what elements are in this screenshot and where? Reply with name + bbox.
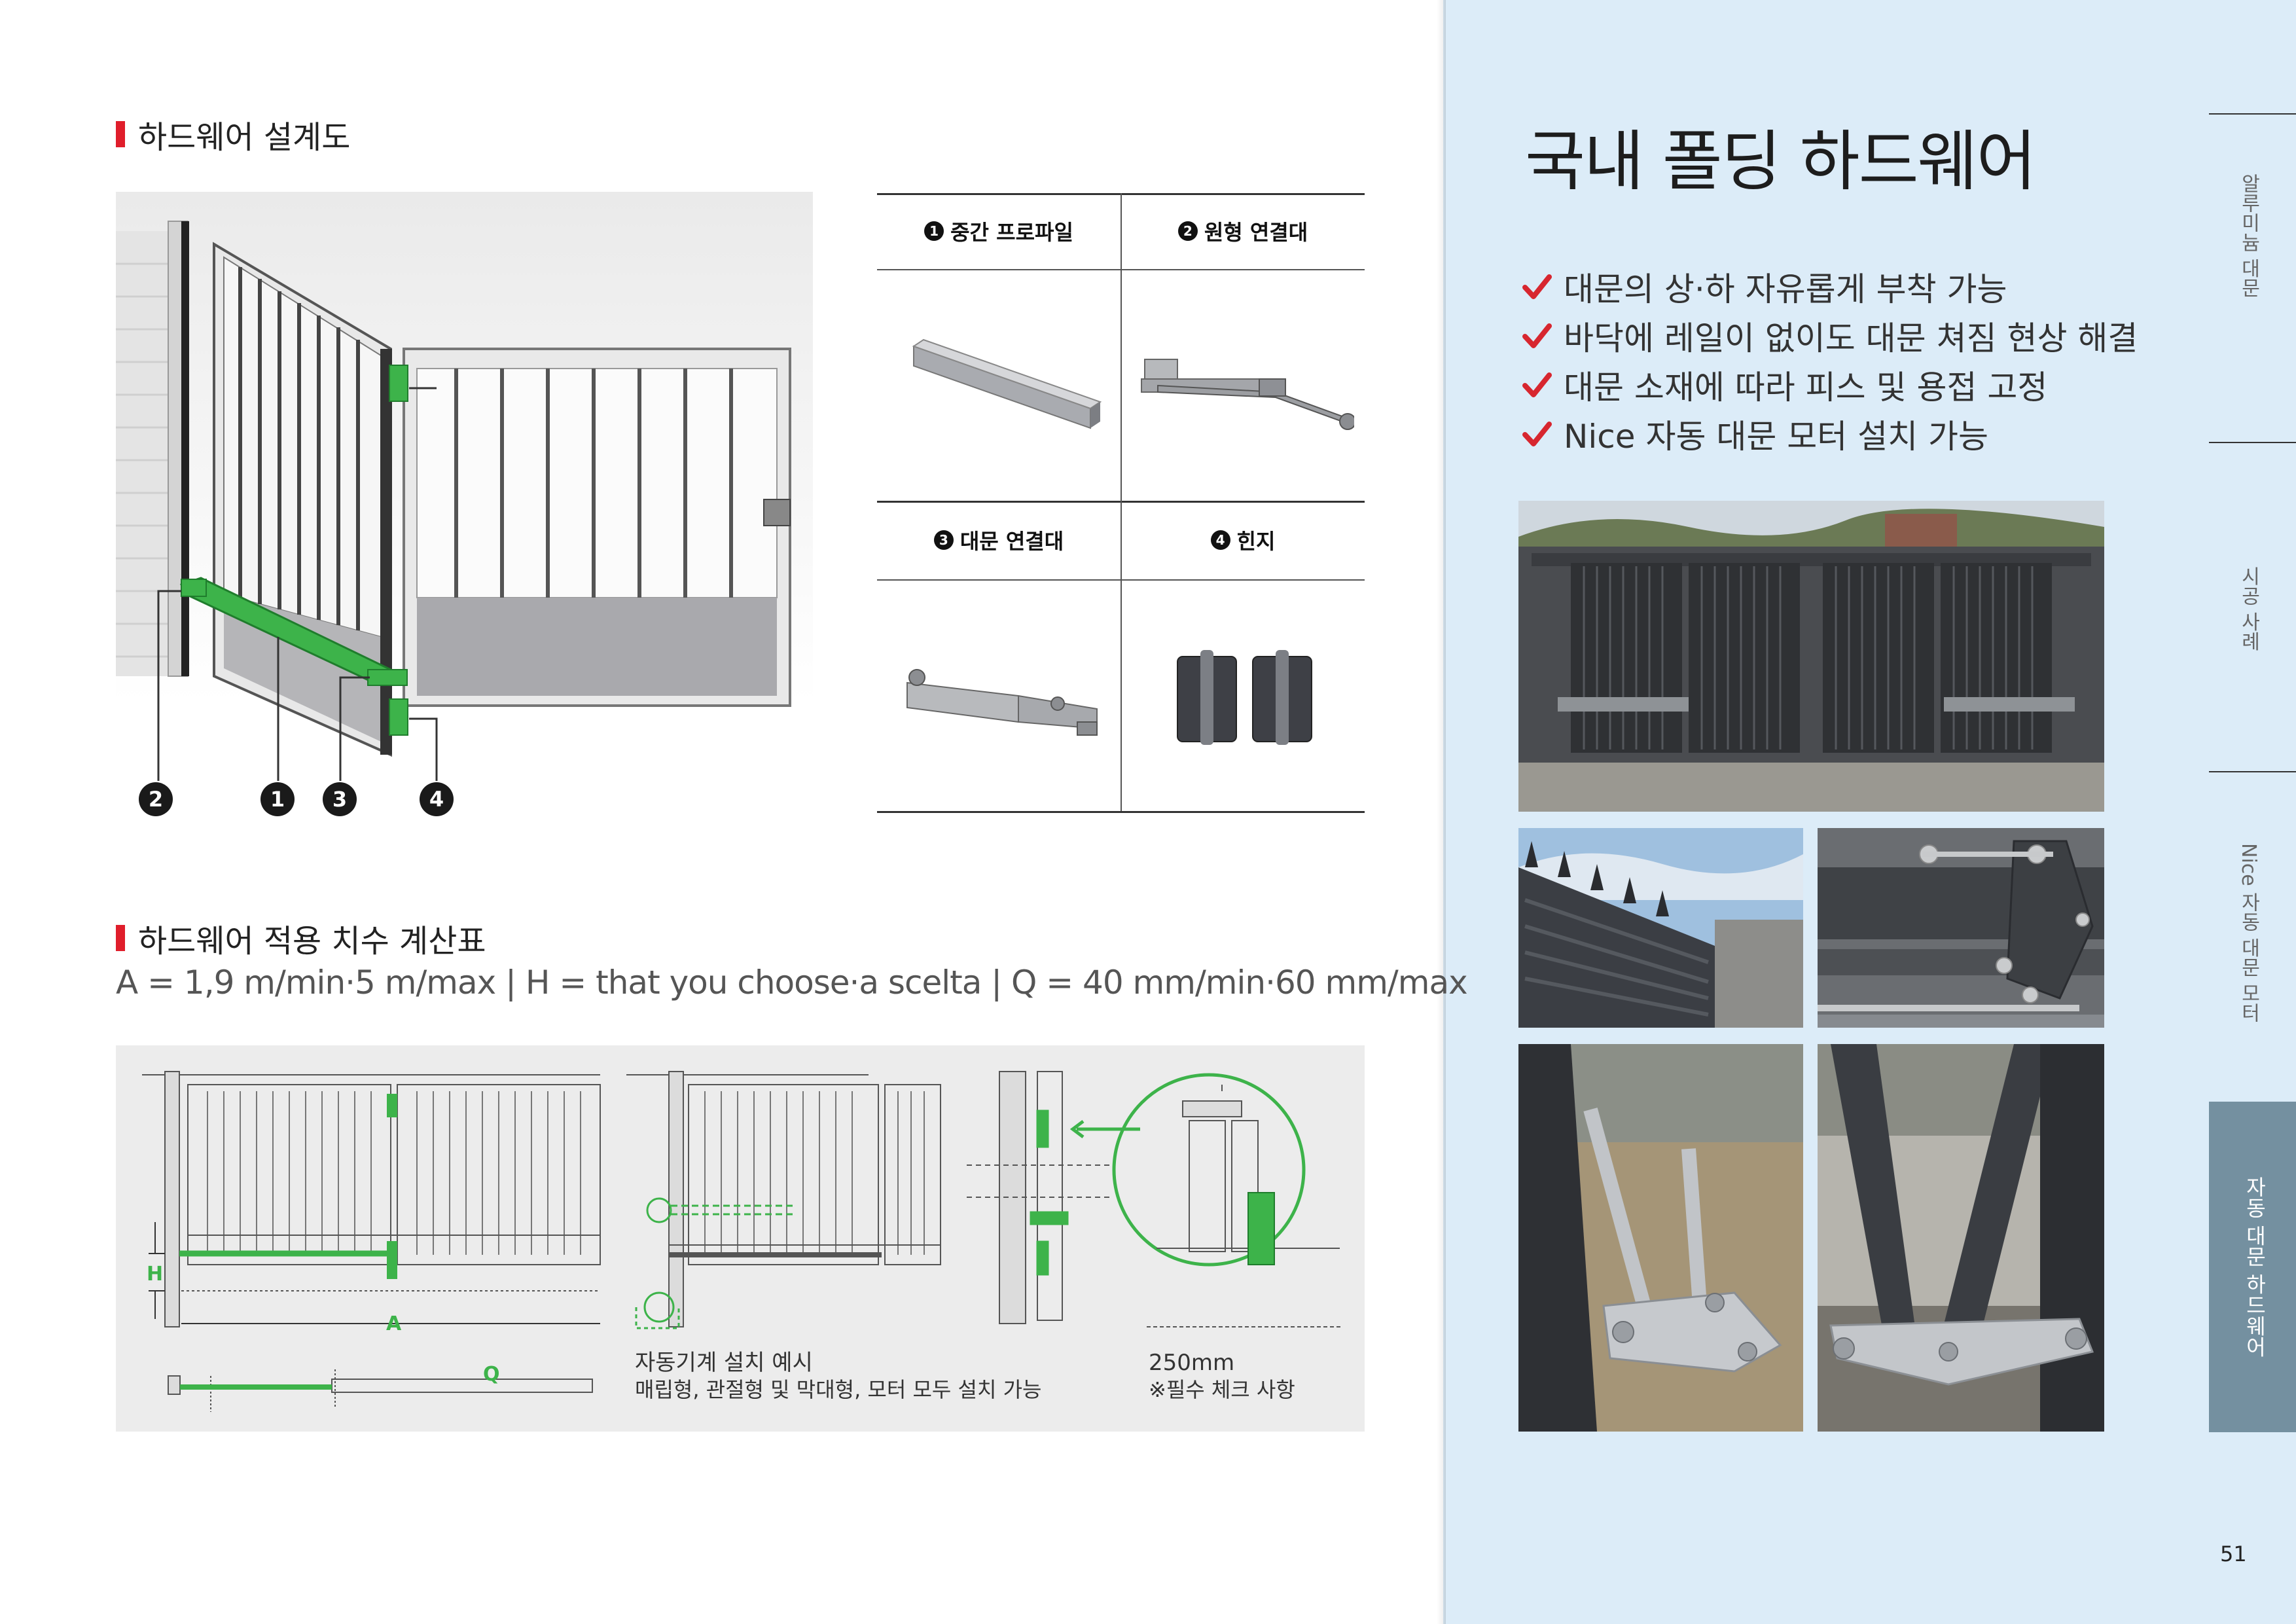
part-image-hinge — [1121, 581, 1365, 811]
page-fold — [1437, 0, 1446, 1624]
dimension-label-a: A — [386, 1312, 402, 1335]
side-tab-divider — [2209, 113, 2296, 115]
dimension-formula: A = 1,9 m/min·5 m/max | H = that you cho… — [116, 964, 1468, 1001]
check-icon — [1522, 372, 1552, 397]
callout-1: 1 — [260, 782, 295, 816]
section-title-design: 하드웨어 설계도 — [116, 111, 350, 157]
side-tab-cases[interactable]: 시공 사례 — [2237, 566, 2260, 651]
green-hardware — [180, 365, 408, 736]
callout-3: 3 — [323, 782, 357, 816]
gate-hardware-illustration — [116, 192, 813, 781]
part-label-1: 중간 프로파일 — [950, 220, 1073, 245]
side-tab-divider — [2209, 442, 2296, 443]
side-tab-divider — [2209, 771, 2296, 772]
dimension-label-q: Q — [483, 1363, 500, 1386]
page-title: 국내 폴딩 하드웨어 — [1525, 123, 2037, 200]
section-title-calc: 하드웨어 적용 치수 계산표 — [116, 915, 486, 961]
check-icon — [1522, 323, 1552, 348]
part-label-3: 대문 연결대 — [960, 529, 1064, 554]
photo-fence-top-hardware — [1518, 828, 1803, 1028]
install-caption-text: 매립형, 관절형 및 막대형, 모터 모두 설치 가능 — [635, 1377, 1042, 1402]
technical-drawings — [142, 1071, 1343, 1412]
part-header-4: 4 힌지 — [1121, 502, 1365, 578]
size-caption-title: 250mm — [1149, 1350, 1235, 1376]
side-tab-active-hardware[interactable]: 자동 대문 하드웨어 — [2209, 1102, 2296, 1432]
part-label-4: 힌지 — [1236, 529, 1276, 554]
part-number-2: 2 — [1177, 221, 1198, 241]
callout-2: 2 — [139, 782, 173, 816]
side-tab-active-label: 자동 대문 하드웨어 — [2242, 1176, 2267, 1358]
technical-drawings-box — [116, 1045, 1365, 1432]
feature-list: 대문의 상·하 자유롭게 부착 가능 바닥에 레일이 없이도 대문 쳐짐 현상 … — [1522, 262, 2138, 458]
side-tab-aluminum-gate[interactable]: 알루미늄 대문 — [2237, 173, 2260, 298]
side-tab-nice-motor[interactable]: Nice 자동 대문 모터 — [2237, 842, 2260, 1023]
title-marker — [116, 925, 125, 951]
photo-folding-gate-installed — [1518, 501, 2104, 812]
install-caption-title: 자동기계 설치 예시 — [635, 1350, 813, 1376]
part-image-gate-connector — [877, 581, 1121, 811]
part-image-round-connector — [1121, 270, 1365, 501]
dimension-label-h: H — [147, 1263, 164, 1286]
part-number-1: 1 — [924, 221, 944, 241]
section-title-design-text: 하드웨어 설계도 — [138, 119, 351, 156]
photo-hinge-bracket-closeup — [1818, 828, 2104, 1028]
feature-item: 바닥에 레일이 없이도 대문 쳐짐 현상 해결 — [1522, 311, 2138, 360]
page-number: 51 — [2220, 1542, 2247, 1566]
section-title-calc-text: 하드웨어 적용 치수 계산표 — [138, 923, 486, 960]
parts-table: 1 중간 프로파일 2 원형 연결대 3 대문 연결대 4 힌지 — [877, 193, 1365, 813]
part-number-4: 4 — [1210, 530, 1230, 550]
size-caption-text: ※필수 체크 사항 — [1149, 1377, 1295, 1402]
feature-text: 대문 소재에 따라 피스 및 용접 고정 — [1564, 368, 2048, 406]
feature-text: Nice 자동 대문 모터 설치 가능 — [1564, 417, 1989, 456]
feature-item: Nice 자동 대문 모터 설치 가능 — [1522, 409, 2138, 458]
callout-4: 4 — [420, 782, 454, 816]
photo-folding-arms-left — [1518, 1044, 1803, 1432]
feature-item: 대문의 상·하 자유롭게 부착 가능 — [1522, 262, 2138, 311]
table-rule — [877, 811, 1365, 813]
part-image-middle-profile — [877, 270, 1121, 501]
part-header-1: 1 중간 프로파일 — [877, 193, 1121, 269]
table-divider — [1121, 193, 1122, 811]
feature-text: 대문의 상·하 자유롭게 부착 가능 — [1564, 270, 2007, 308]
feature-item: 대문 소재에 따라 피스 및 용접 고정 — [1522, 360, 2138, 409]
part-header-2: 2 원형 연결대 — [1121, 193, 1365, 269]
feature-text: 바닥에 레일이 없이도 대문 쳐짐 현상 해결 — [1564, 319, 2138, 357]
brick-wall — [116, 231, 168, 676]
title-marker — [116, 121, 125, 147]
part-header-3: 3 대문 연결대 — [877, 502, 1121, 578]
photo-folding-arms-right — [1818, 1044, 2104, 1432]
check-icon — [1522, 421, 1552, 446]
check-icon — [1522, 274, 1552, 299]
part-number-3: 3 — [933, 530, 954, 550]
part-label-2: 원형 연결대 — [1204, 220, 1308, 245]
